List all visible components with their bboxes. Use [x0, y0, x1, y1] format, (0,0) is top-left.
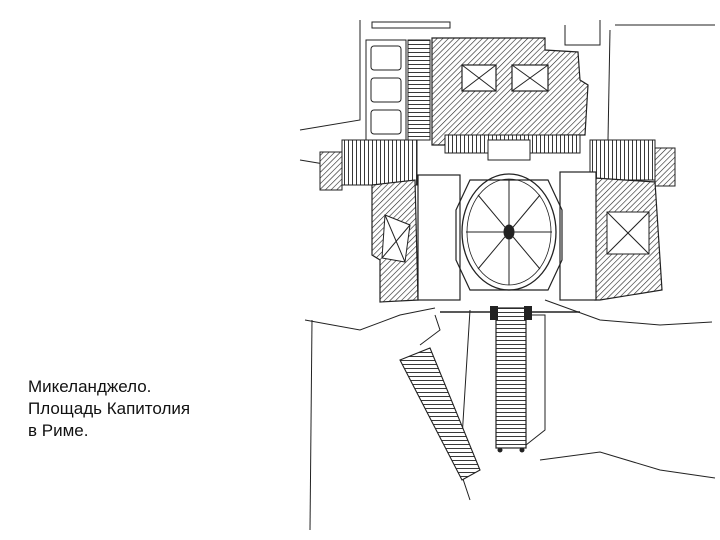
- palazzo-senatorio: [371, 21, 589, 161]
- palazzo-nuovo: [371, 174, 461, 303]
- left-upper-stairs: [319, 139, 418, 191]
- palazzo-conservatori: [559, 171, 663, 301]
- caption-line-title: Площадь Капитолия: [28, 399, 191, 418]
- piazza-oval: [455, 173, 563, 291]
- caption-line-place: в Риме.: [28, 421, 89, 440]
- cordonata-ramp: [490, 306, 546, 453]
- right-upper-stairs: [589, 139, 676, 187]
- caption-line-author: Микеланджело.: [28, 377, 152, 396]
- garden-blocks: [365, 39, 431, 141]
- aracoeli-staircase: [399, 314, 481, 481]
- caption: Микеланджело. Площадь Капитолия в Риме.: [28, 376, 258, 442]
